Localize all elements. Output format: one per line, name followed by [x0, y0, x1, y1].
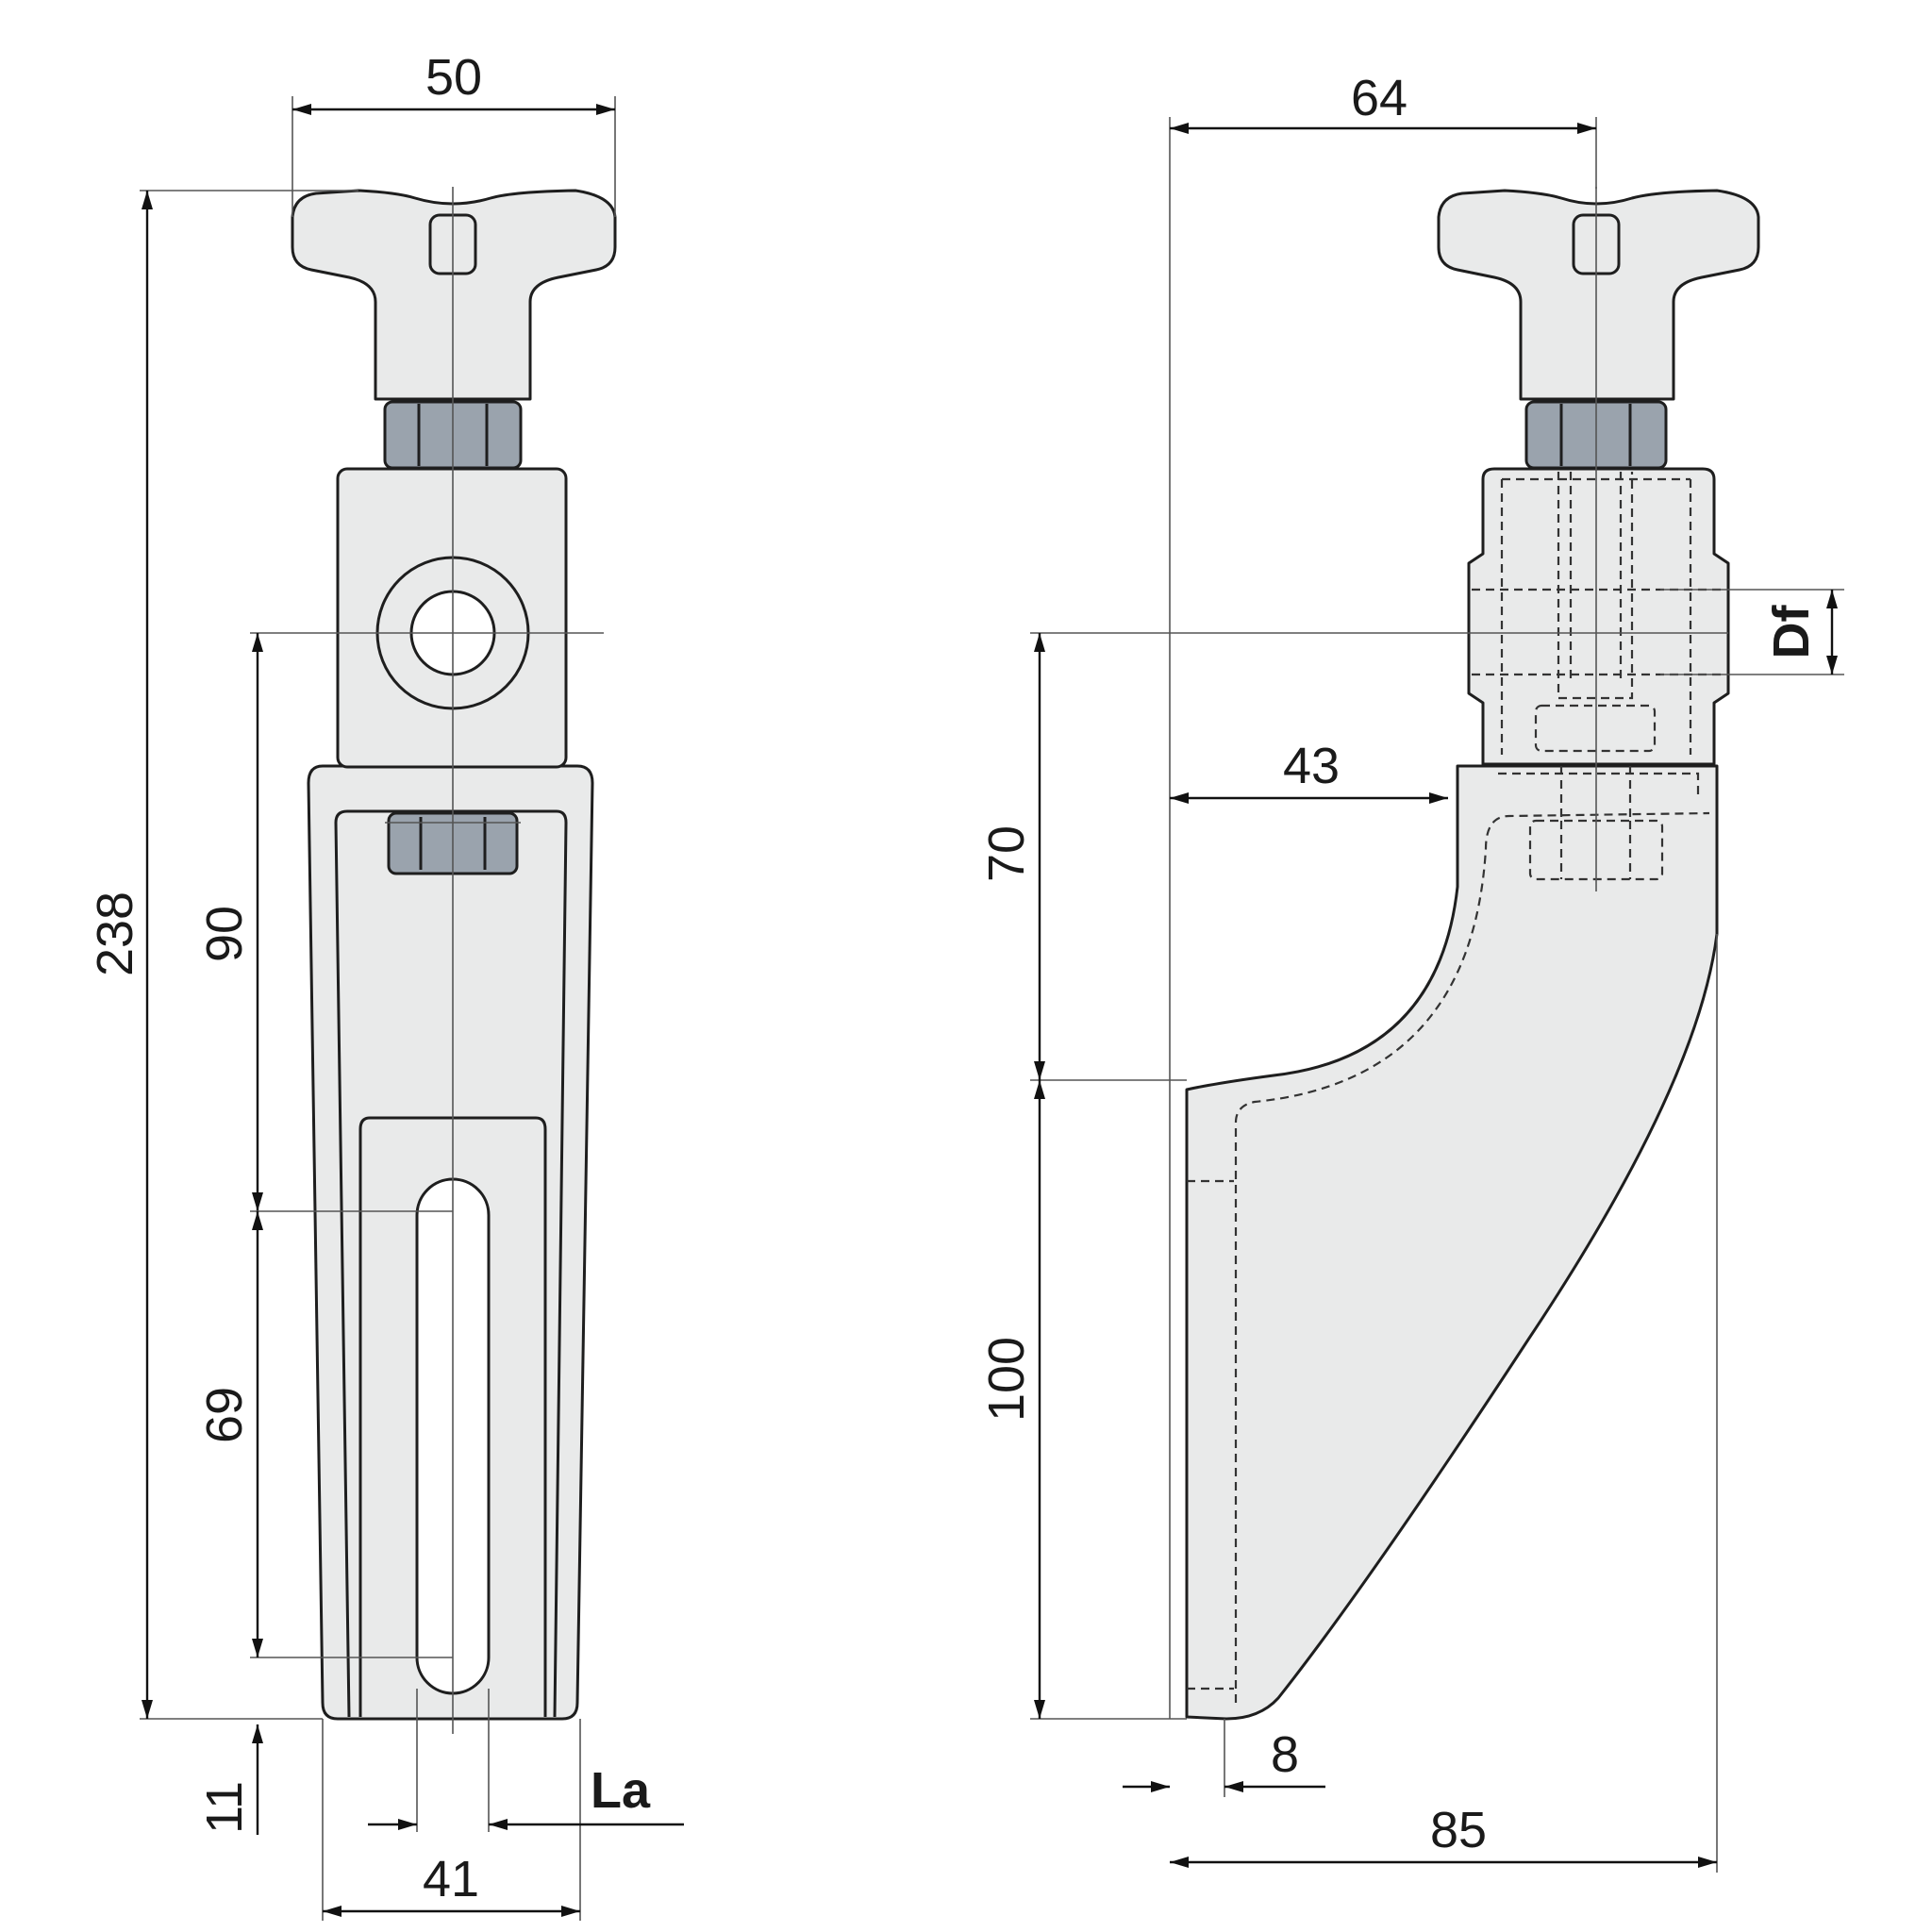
front-dimensions: 50 238 90 69 11 41	[87, 49, 684, 1921]
dim-43: 43	[1283, 738, 1340, 794]
side-t-handle	[1437, 189, 1760, 401]
dim-64: 64	[1351, 70, 1407, 126]
side-hidden-inner-contour	[1234, 811, 1710, 1703]
dim-85: 85	[1430, 1802, 1487, 1858]
side-view	[1185, 187, 1760, 1721]
side-clamp-body	[1185, 764, 1719, 1721]
front-body-inner-frame	[334, 809, 568, 1718]
front-slot-plate	[358, 1116, 547, 1717]
dim-90: 90	[196, 906, 253, 962]
label-df: Df	[1763, 604, 1820, 658]
dim-8: 8	[1271, 1726, 1299, 1783]
dim-69: 69	[196, 1387, 253, 1443]
side-dimensions: 64 43 70 100 8 85	[978, 70, 1844, 1873]
front-view	[291, 187, 617, 1734]
dim-11: 11	[196, 1781, 253, 1834]
dim-70: 70	[978, 825, 1035, 882]
front-t-handle	[291, 189, 617, 401]
dim-41: 41	[423, 1851, 479, 1907]
dim-238: 238	[87, 891, 143, 976]
dim-100: 100	[978, 1337, 1035, 1422]
side-upper-block	[1467, 467, 1730, 766]
dim-50: 50	[425, 49, 482, 106]
label-la: La	[591, 1762, 651, 1819]
